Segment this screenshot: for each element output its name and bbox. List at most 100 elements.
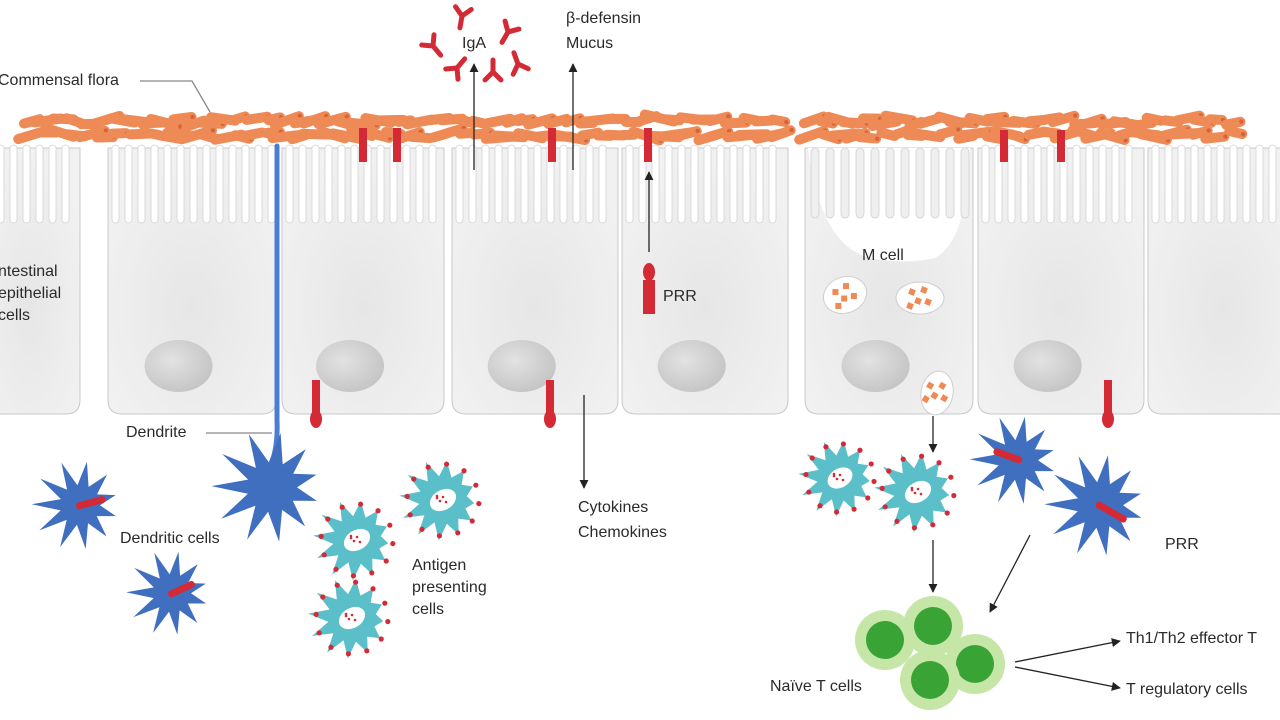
- microvillus: [1098, 144, 1107, 224]
- bacterium-body: [704, 111, 733, 127]
- microvillus: [267, 144, 276, 224]
- iga-icon: [443, 56, 468, 82]
- nucleus: [1013, 340, 1082, 392]
- bacterium-body: [767, 114, 791, 127]
- microvillus: [176, 144, 185, 224]
- apc-antigen-dot: [383, 558, 389, 564]
- treg-arrow: [1014, 666, 1121, 691]
- bacterium-spot: [784, 119, 789, 125]
- apc-antigen-dot: [918, 453, 925, 459]
- bacterium-body: [1188, 125, 1213, 140]
- prr-stem: [1104, 380, 1112, 414]
- bacterium-body: [674, 126, 702, 141]
- bacterium: [1188, 125, 1213, 140]
- prr-icon: [393, 128, 401, 162]
- microvillus: [0, 144, 5, 224]
- apc-vesicle-dot: [435, 494, 439, 498]
- apc-vesicle-dot: [916, 487, 920, 491]
- bacterium: [145, 113, 185, 132]
- iga-antibodies: [419, 4, 531, 83]
- effector-arrow: [1014, 638, 1121, 663]
- arrows: [140, 63, 1121, 691]
- microvillus: [598, 144, 607, 224]
- iga-shape: [510, 50, 531, 77]
- microvillus: [520, 144, 529, 224]
- apc-antigen-dot: [868, 461, 874, 467]
- bacterium-spot: [789, 127, 794, 133]
- t-cell-nucleus: [956, 645, 994, 683]
- prr-stem: [546, 380, 554, 414]
- apc-antigen-dot: [473, 482, 479, 488]
- bacterium-spot: [103, 128, 109, 133]
- prr-stem: [548, 128, 556, 162]
- bacterium-body: [405, 131, 435, 144]
- commensal-flora-label: Commensal flora: [0, 72, 119, 89]
- apc-antigen-dot: [803, 471, 809, 478]
- m-cell-fold: [960, 147, 970, 219]
- antigen-particle: [835, 302, 842, 309]
- microvillus: [376, 144, 385, 224]
- apc-vesicle-dot: [344, 614, 348, 618]
- antigen-particle: [914, 297, 922, 305]
- prr-receptors: [310, 128, 1114, 428]
- antigen-presenting-cell: [313, 501, 396, 581]
- apc-vesicle-dot: [438, 499, 442, 503]
- microvillus: [311, 144, 320, 224]
- microvillus: [507, 144, 516, 224]
- apc-vesicle-dot: [353, 618, 357, 622]
- microvillus: [703, 144, 712, 224]
- microvillus: [254, 144, 263, 224]
- prr-icon: [359, 128, 367, 162]
- apc-antigen-dot: [316, 630, 322, 636]
- microvillus: [9, 144, 18, 224]
- apc-antigen-dot: [840, 441, 847, 447]
- apc-antigen-dot: [333, 566, 339, 572]
- bacterium-body: [269, 111, 304, 130]
- dendritic-cell: [31, 461, 116, 549]
- prr-head: [544, 410, 556, 428]
- apc-antigen-dot: [425, 464, 431, 470]
- iga-icon: [510, 50, 531, 77]
- bacterium-spot: [695, 128, 700, 134]
- prr-head: [310, 410, 322, 428]
- bacterium-body: [935, 124, 963, 140]
- bacterium-spot: [1206, 128, 1211, 133]
- apc-antigen-dot: [352, 579, 359, 585]
- apc-vesicle-dot: [350, 613, 354, 617]
- m-cell-fold: [930, 147, 940, 219]
- m-cell-fold: [885, 147, 895, 219]
- microvillus: [189, 144, 198, 224]
- apc-antigen-dot: [461, 468, 467, 474]
- microvillus: [137, 144, 146, 224]
- bacterium-body: [798, 111, 829, 129]
- microvillus: [285, 144, 294, 224]
- naive-t-cells-label: Naïve T cells: [770, 678, 862, 695]
- microvillus: [625, 144, 634, 224]
- prr-icon: [548, 128, 556, 162]
- antigen-particle: [924, 298, 932, 306]
- apc-antigen-dot: [833, 509, 840, 515]
- microvillus: [981, 144, 990, 224]
- apc-antigen-dot: [851, 506, 857, 512]
- microvillus: [755, 144, 764, 224]
- apc-vesicle-dot: [344, 612, 348, 616]
- bacterium-spot: [1241, 132, 1246, 137]
- nucleus: [841, 340, 910, 392]
- dendritic-cells-label: Dendritic cells: [120, 530, 220, 547]
- apc-vesicle-dot: [910, 486, 914, 490]
- microvillus: [1164, 144, 1173, 224]
- bacterium-body: [145, 113, 185, 132]
- apc-antigen-dot: [411, 476, 417, 482]
- iga-shape: [453, 4, 474, 31]
- bacterium-body: [74, 125, 110, 143]
- iga-label: IgA: [462, 35, 487, 52]
- bacterium: [74, 125, 110, 143]
- bacterium-spot: [726, 114, 731, 119]
- vesicle-membrane: [895, 281, 945, 315]
- apc-antigen-dot: [817, 503, 823, 509]
- prr-icon: [1000, 130, 1008, 162]
- intestinal-epithelial-cells-label: ntestinal epithelial cells: [0, 263, 62, 324]
- bacterium-body: [313, 111, 351, 130]
- microvillus: [124, 144, 133, 224]
